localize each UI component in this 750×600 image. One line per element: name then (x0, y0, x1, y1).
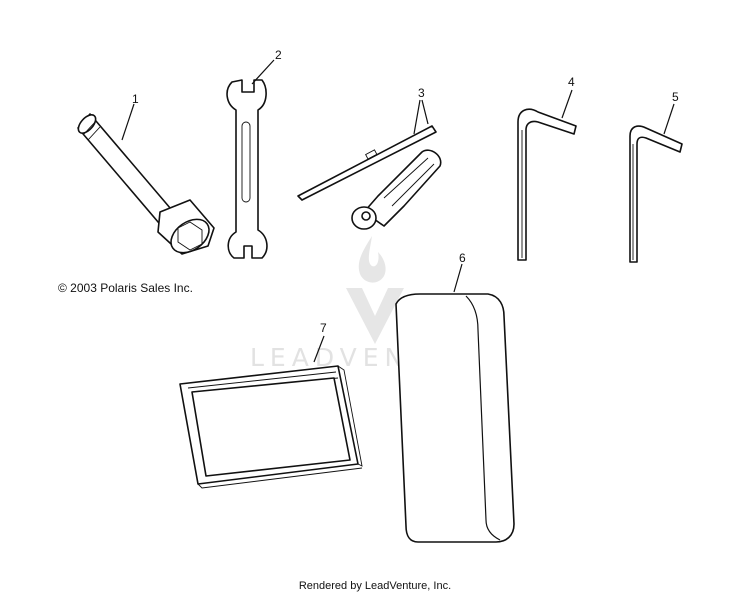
part-7-manual (179, 335, 363, 489)
part-6-tool-bag (395, 263, 515, 543)
part-5-hex-key-small (629, 103, 683, 263)
part-2-open-end-wrench (226, 59, 275, 259)
part-1-socket-wrench (77, 103, 215, 255)
callout-7: 7 (320, 321, 327, 335)
part-4-hex-key-large (517, 89, 577, 261)
callout-2: 2 (275, 48, 282, 62)
callout-5: 5 (672, 90, 679, 104)
callout-4: 4 (568, 75, 575, 89)
copyright-notice: © 2003 Polaris Sales Inc. (58, 281, 193, 295)
footer-credit: Rendered by LeadVenture, Inc. (298, 580, 452, 592)
leadventure-flame-v-logo (346, 236, 404, 344)
part-3-screwdriver (297, 99, 442, 230)
callout-6: 6 (459, 251, 466, 265)
callout-1: 1 (132, 92, 139, 106)
callout-3: 3 (418, 86, 425, 100)
